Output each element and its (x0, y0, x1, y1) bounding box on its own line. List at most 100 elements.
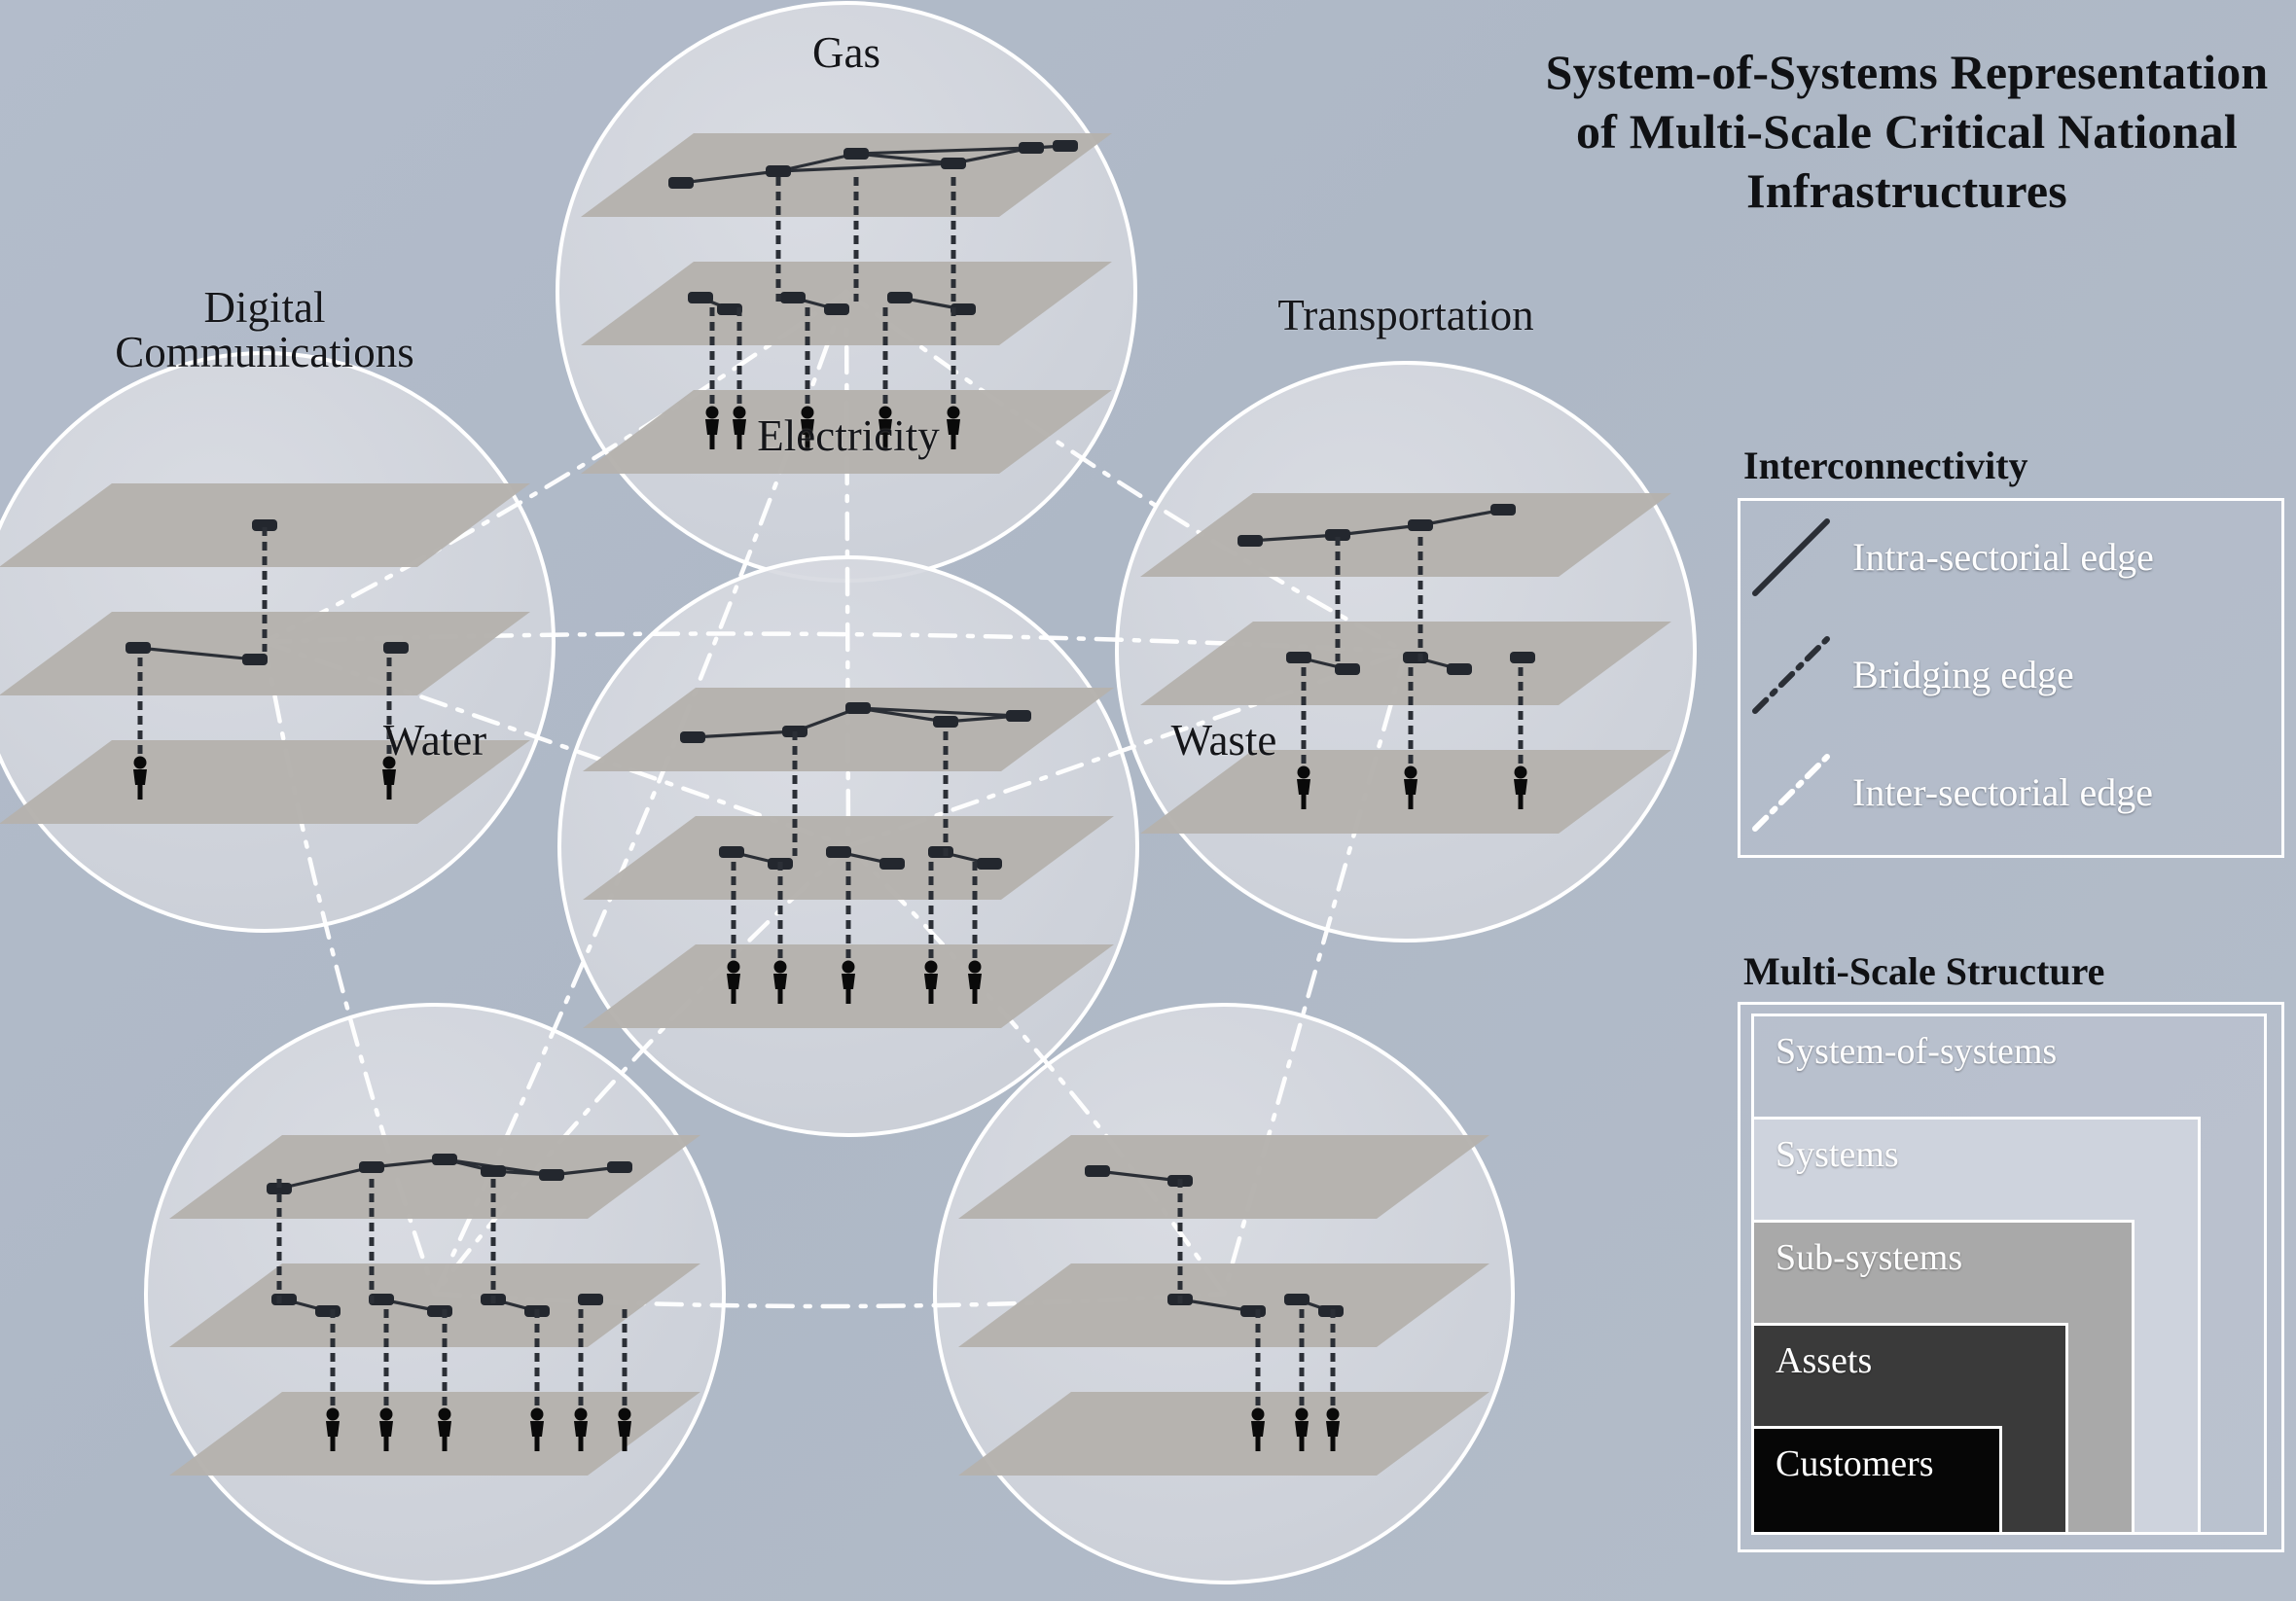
interconnectivity-legend-box (1738, 498, 2284, 858)
network-node (126, 642, 151, 654)
network-node (383, 642, 409, 654)
network-node (933, 716, 958, 728)
intra-sectorial-edge (137, 646, 256, 661)
network-node (1053, 140, 1078, 152)
network-node (1085, 1165, 1110, 1177)
network-node (1286, 652, 1311, 663)
network-node (887, 292, 913, 303)
network-node (826, 846, 851, 858)
network-node (607, 1161, 632, 1173)
intra-sectorial-edge (692, 729, 796, 739)
customer-icon (733, 406, 746, 449)
network-node (481, 1165, 506, 1177)
inter-sectorial-edge (262, 289, 849, 645)
network-node (668, 177, 694, 189)
customer-icon (133, 756, 147, 800)
network-node (1006, 710, 1031, 722)
customer-icon (924, 960, 938, 1004)
network-node (539, 1169, 564, 1181)
sector-content-electricity (583, 688, 1114, 1028)
network-node (1408, 519, 1433, 531)
legend-label-inter: Inter-sectorial edge (1852, 770, 2154, 814)
intra-sectorial-edge (1096, 1169, 1181, 1183)
legend-label-intra: Intra-sectorial edge (1852, 535, 2154, 579)
legend-line-bridge (1752, 635, 1830, 714)
customer-icon (438, 1407, 451, 1451)
network-node (766, 165, 791, 177)
customer-icon (618, 1407, 631, 1451)
intra-sectorial-edge (278, 1165, 373, 1191)
legend-item-bridge[interactable]: Bridging edge (1738, 616, 2278, 733)
legend-line-swatch-bridge (1738, 622, 1852, 729)
legend-line-inter (1752, 753, 1830, 832)
customer-icon (968, 960, 982, 1004)
network-node (315, 1305, 341, 1317)
customer-icon (326, 1407, 340, 1451)
sector-plane (0, 612, 530, 695)
network-node (369, 1294, 394, 1305)
network-node (1510, 652, 1535, 663)
network-node (271, 1294, 297, 1305)
network-node (359, 1161, 384, 1173)
customer-icon (1404, 765, 1417, 809)
customer-icon (574, 1407, 588, 1451)
title-line-2: of Multi-Scale Critical National (1576, 104, 2238, 159)
sector-plane (583, 688, 1114, 771)
intra-sectorial-edge (855, 152, 954, 165)
customer-icon (1297, 765, 1310, 809)
sector-plane (0, 740, 530, 824)
intra-sectorial-edge (777, 161, 954, 173)
network-node (928, 846, 953, 858)
customer-icon (1514, 765, 1527, 809)
legend-line-swatch-intra (1738, 504, 1852, 611)
network-node (267, 1183, 292, 1194)
sector-plane (581, 390, 1112, 474)
network-node (719, 846, 744, 858)
sector-plane (581, 262, 1112, 345)
network-node (252, 519, 277, 531)
legend-item-intra[interactable]: Intra-sectorial edge (1738, 498, 2278, 616)
legend-line-swatch-inter (1738, 739, 1852, 846)
legend-line-intra (1752, 517, 1830, 596)
network-node (951, 303, 976, 315)
interconnectivity-legend-heading: Interconnectivity (1743, 444, 2028, 487)
customer-icon (1295, 1407, 1309, 1451)
sector-plane (1140, 493, 1671, 577)
sector-plane (583, 816, 1114, 900)
customer-icon (379, 1407, 393, 1451)
sector-plane (581, 133, 1112, 217)
intra-sectorial-edge (855, 146, 1032, 156)
intra-sectorial-edge (1419, 508, 1504, 527)
network-node (1490, 504, 1516, 516)
network-node (977, 858, 1002, 870)
network-node (432, 1154, 457, 1165)
network-node (879, 858, 905, 870)
network-node (1019, 142, 1044, 154)
sector-plane (1140, 622, 1671, 705)
network-node (1238, 535, 1263, 547)
sector-content-digicomm (0, 483, 530, 824)
legend-item-inter[interactable]: Inter-sectorial edge (1738, 733, 2278, 851)
intra-sectorial-edge (952, 146, 1032, 165)
intra-sectorial-edge (777, 152, 857, 173)
inter-sectorial-edge (432, 843, 851, 1297)
network-node (824, 303, 849, 315)
customer-icon (530, 1407, 544, 1451)
customer-icon (879, 406, 892, 449)
network-node (1335, 663, 1360, 675)
sector-plane (958, 1135, 1489, 1219)
intra-sectorial-edge (680, 169, 779, 185)
customer-icon (382, 756, 396, 800)
inter-sectorial-edge (843, 289, 1409, 655)
network-node (941, 158, 966, 169)
network-node (717, 303, 742, 315)
network-node (1240, 1305, 1266, 1317)
customer-icon (947, 406, 960, 449)
page-title: System-of-Systems Representation of Mult… (1532, 43, 2281, 221)
sector-content-water (169, 1135, 700, 1476)
network-node (578, 1294, 603, 1305)
sector-content-gas (581, 133, 1112, 474)
